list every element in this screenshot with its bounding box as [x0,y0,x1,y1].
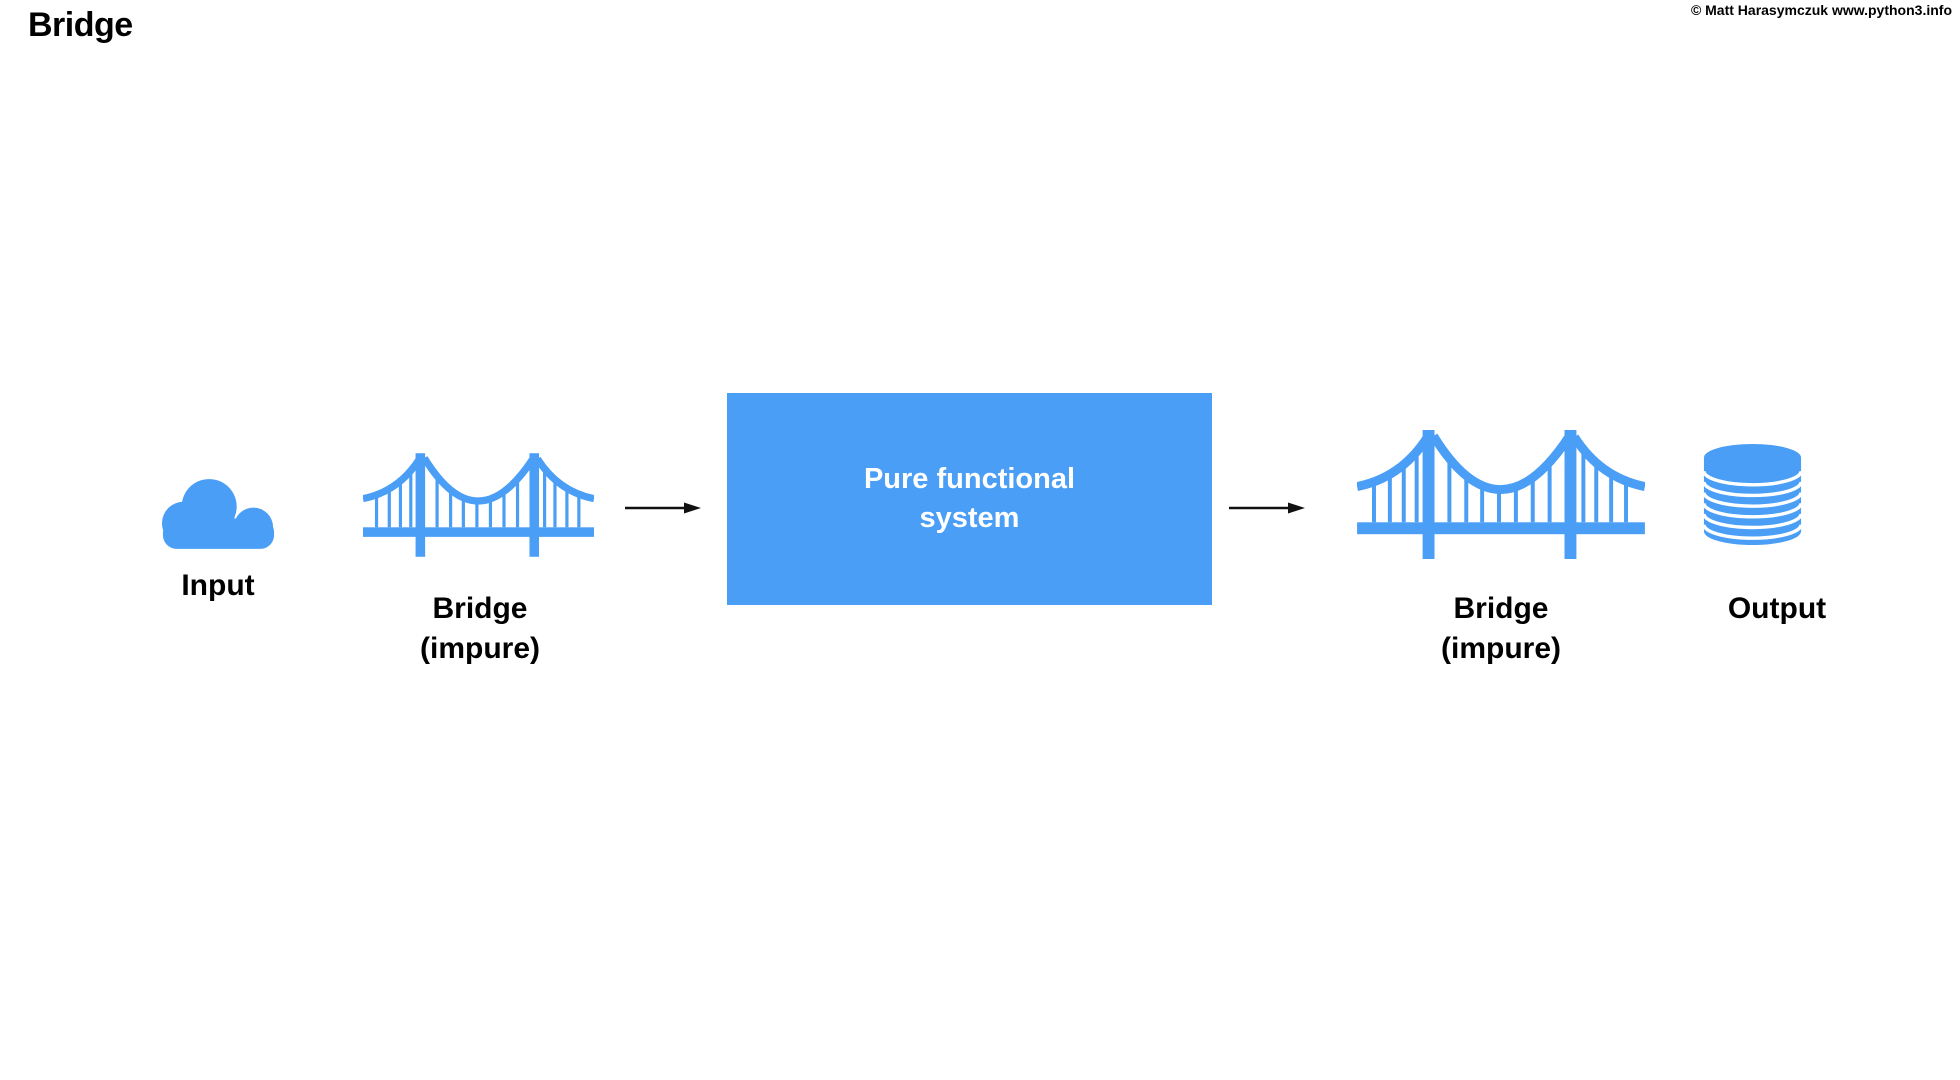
input-label: Input [181,569,255,602]
bridge-left-label-line1: Bridge [432,592,528,625]
pure-functional-system-box: Pure functional system [727,393,1212,605]
page-title: Bridge [28,6,133,44]
database-icon [1702,443,1803,545]
cloud-icon [161,479,275,549]
bridge-left-label-line2: (impure) [420,631,540,665]
right-arrow-icon [625,502,701,514]
system-box-label-line2: system [919,502,1020,534]
suspension-bridge-icon [363,453,594,557]
bridge-right-label-line1: Bridge [1453,592,1549,625]
system-box-label-line1: Pure functional [863,462,1076,495]
bridge-right-label: Bridge (impure) [1441,589,1561,668]
bridge-left-label: Bridge (impure) [420,589,540,668]
copyright-notice: © Matt Harasymczuk www.python3.info [1690,2,1952,18]
bridge-right-label-line2: (impure) [1441,631,1561,665]
right-arrow-icon [1229,502,1305,514]
suspension-bridge-icon [1357,430,1645,559]
output-label: Output [1727,592,1827,625]
